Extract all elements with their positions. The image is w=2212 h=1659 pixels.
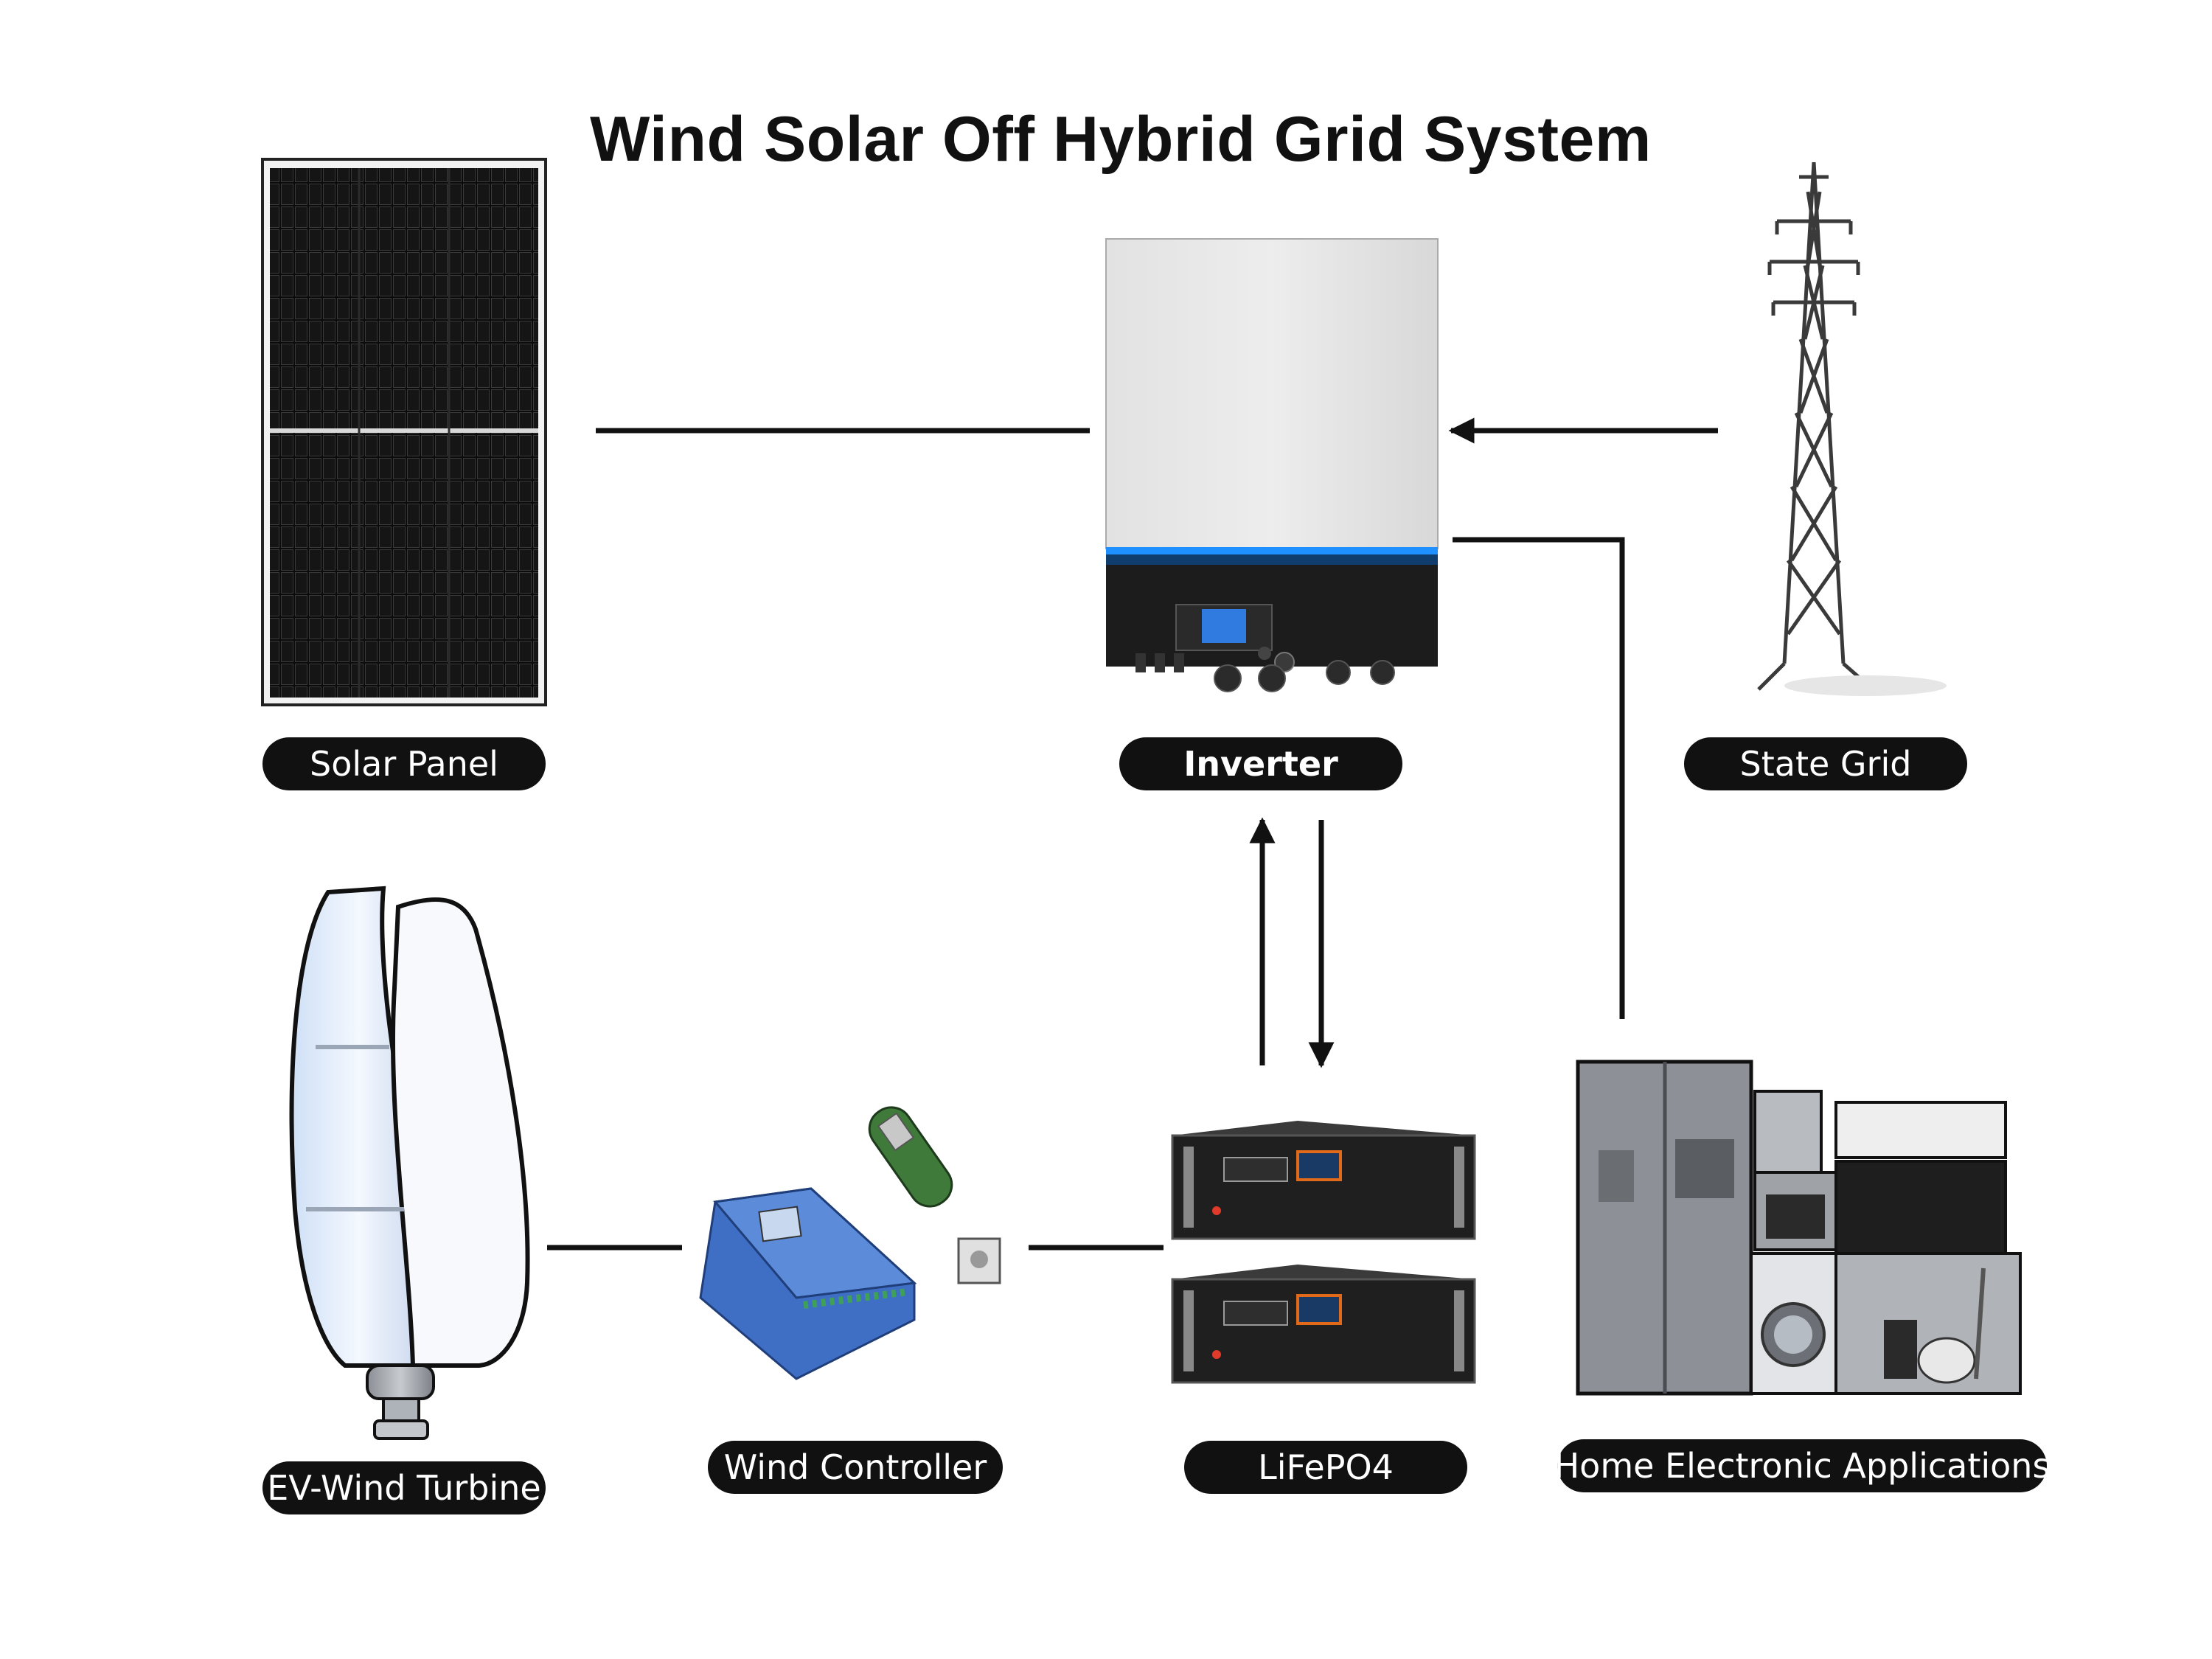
battery-bottom-icon: [1171, 1265, 1476, 1384]
label-home-appliances: Home Electronic Applications: [1554, 1439, 2050, 1492]
wind-turbine-icon: [289, 886, 530, 1440]
label-state-grid: State Grid: [1684, 737, 1967, 790]
label-lifepo4: LiFePO4: [1184, 1441, 1467, 1494]
battery-top-icon: [1171, 1121, 1476, 1240]
label-inverter: Inverter: [1119, 737, 1402, 790]
connector-inverter-home: [1453, 537, 1625, 1019]
label-wind-turbine: EV-Wind Turbine: [262, 1461, 546, 1514]
label-solar-panel: Solar Panel: [262, 737, 546, 790]
transmission-tower-icon: [1757, 161, 1874, 691]
solar-panel-icon: [261, 158, 547, 706]
diagram-title: Wind Solar Off Hybrid Grid System: [590, 104, 1652, 175]
label-wind-controller: Wind Controller: [708, 1441, 1003, 1494]
home-appliances-icon: [1576, 1060, 2022, 1396]
wind-controller-icon: [699, 1106, 1001, 1380]
inverter-icon: [1105, 238, 1439, 692]
tower-shadow: [1784, 675, 1947, 696]
connectors: [547, 417, 1718, 1251]
